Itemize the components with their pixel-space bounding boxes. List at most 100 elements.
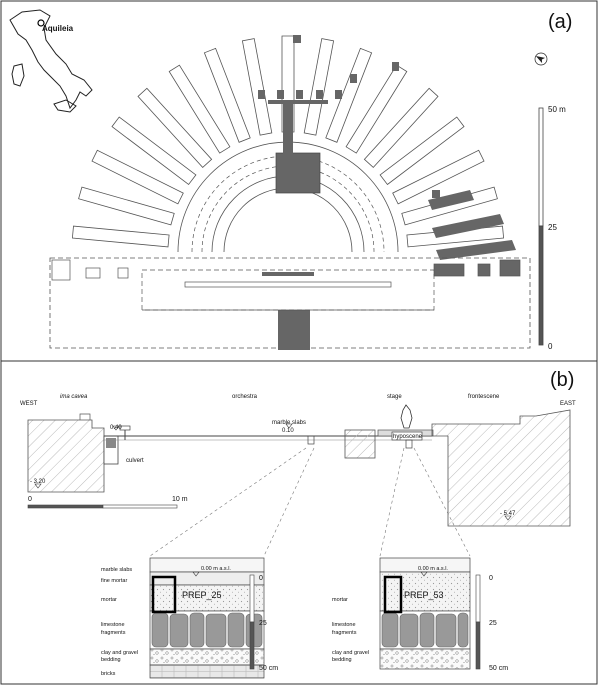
limestone-fragment — [435, 613, 457, 648]
scale-left-0: 0 — [259, 575, 263, 582]
north-arrow-icon — [534, 52, 548, 66]
radial-wall — [71, 225, 170, 248]
layer-limestone-2: fragments — [101, 630, 126, 636]
radial-wall — [137, 87, 213, 168]
limestone-fragment — [399, 613, 419, 648]
excavation-spot — [258, 90, 265, 99]
scalebar-b-left: 0 — [28, 496, 32, 503]
annex-room — [499, 259, 521, 277]
limestone-fragment — [419, 612, 435, 648]
scale-bar-50cm-right — [475, 574, 481, 670]
excavation-spot — [296, 90, 303, 99]
panel-a-label: (a) — [548, 11, 572, 33]
layer-limestone-1: limestone — [101, 622, 125, 628]
level-minus-5-47: - 5.47 — [500, 511, 516, 517]
radial-wall — [111, 116, 197, 186]
scale-bar-10m — [27, 504, 178, 509]
cross-section — [27, 404, 571, 557]
aquileia-location-marker — [37, 19, 45, 27]
italy-map-inset — [9, 9, 93, 113]
layer-fine-mortar: fine mortar — [101, 578, 127, 584]
excavation-scena — [278, 310, 310, 350]
layer-bricks: bricks — [101, 671, 116, 677]
excavation-trench — [283, 100, 293, 156]
pulpitum — [184, 281, 392, 288]
scale-right-50: 50 cm — [489, 665, 508, 672]
limestone-fragment — [381, 612, 399, 648]
excavation-trench — [428, 190, 474, 210]
radial-wall — [406, 225, 505, 248]
west-label: WEST — [20, 401, 38, 407]
limestone-fragment — [151, 612, 169, 648]
scale-label-25: 25 — [548, 223, 557, 232]
scale-right-25: 25 — [489, 620, 497, 627]
ima-cavea-label: ima cavea — [60, 394, 88, 400]
scale-label-0: 0 — [548, 342, 553, 351]
radial-wall — [379, 116, 465, 186]
level-minus-3-20: - 3.20 — [30, 479, 46, 485]
excavation-spot — [316, 90, 323, 99]
scale-left-50: 50 cm — [259, 665, 278, 672]
radial-wall — [168, 64, 231, 154]
scale-bar-50m — [538, 107, 544, 346]
limestone-fragment — [169, 613, 189, 648]
inset-map-label: Aquileia — [42, 24, 74, 33]
excavation-spot — [277, 90, 284, 99]
theatre-plan — [49, 35, 531, 350]
sicily-outline — [53, 99, 77, 113]
layer-marble-slabs: marble slabs — [101, 567, 132, 573]
excavation-spot — [350, 74, 357, 83]
sardinia-outline — [11, 63, 25, 87]
annex-room — [85, 267, 101, 279]
statue-icon — [400, 404, 413, 429]
layer-mortar: mortar — [101, 597, 117, 603]
radial-wall — [325, 47, 373, 143]
radial-wall — [363, 87, 439, 168]
limestone-fragment — [227, 612, 245, 648]
radial-wall — [392, 149, 485, 205]
culvert-label: culvert — [126, 458, 144, 464]
limestone-fragment — [189, 612, 205, 648]
layer-limestone-right-2: fragments — [332, 630, 357, 636]
scale-bar-50cm-left — [249, 574, 255, 670]
scale-right-0: 0 — [489, 575, 493, 582]
cavea-arc — [223, 187, 353, 253]
east-label: EAST — [560, 401, 576, 407]
sample-label-prep25: PREP_25 — [182, 590, 222, 600]
layer-clay-right-2: bedding — [332, 657, 352, 663]
limestone-fragment — [457, 612, 469, 648]
level-0-10: 0.10 — [282, 428, 294, 434]
excavation-spot — [432, 190, 440, 198]
radial-wall — [401, 186, 498, 226]
sample-box-prep25 — [151, 575, 177, 614]
level-sea-right: 0.00 m a.s.l. — [418, 566, 448, 572]
limestone-fragment — [205, 613, 227, 648]
level-0-40: 0.40 — [110, 425, 122, 431]
excavation-stage — [262, 272, 314, 276]
scale-left-25: 25 — [259, 620, 267, 627]
layer-clay-1: clay and gravel — [101, 650, 138, 656]
excavation-trench — [436, 240, 516, 260]
layer-clay-right-1: clay and gravel — [332, 650, 369, 656]
hyposcene-label: hyposcene — [393, 434, 423, 440]
marble-slabs-label: marble slabs — [272, 420, 306, 426]
level-sea-left: 0.00 m a.s.l. — [201, 566, 231, 572]
stage-outline — [141, 269, 435, 311]
sample-box-prep53 — [383, 575, 403, 614]
stratigraphy-left — [149, 557, 265, 679]
scale-label-50m: 50 m — [548, 105, 566, 114]
excavation-trench — [432, 214, 504, 238]
excavation-trench — [268, 100, 328, 104]
stratigraphy-right — [379, 557, 471, 670]
excavation-spot — [335, 90, 342, 99]
excavation-area — [275, 152, 321, 194]
sample-label-prep53: PREP_53 — [404, 590, 444, 600]
radial-wall — [91, 149, 184, 205]
layer-clay-2: bedding — [101, 657, 121, 663]
scalebar-b-right: 10 m — [172, 496, 188, 503]
excavation-spot — [293, 35, 301, 43]
annex-room — [117, 267, 129, 279]
radial-wall — [78, 186, 175, 226]
radial-wall — [241, 38, 273, 136]
